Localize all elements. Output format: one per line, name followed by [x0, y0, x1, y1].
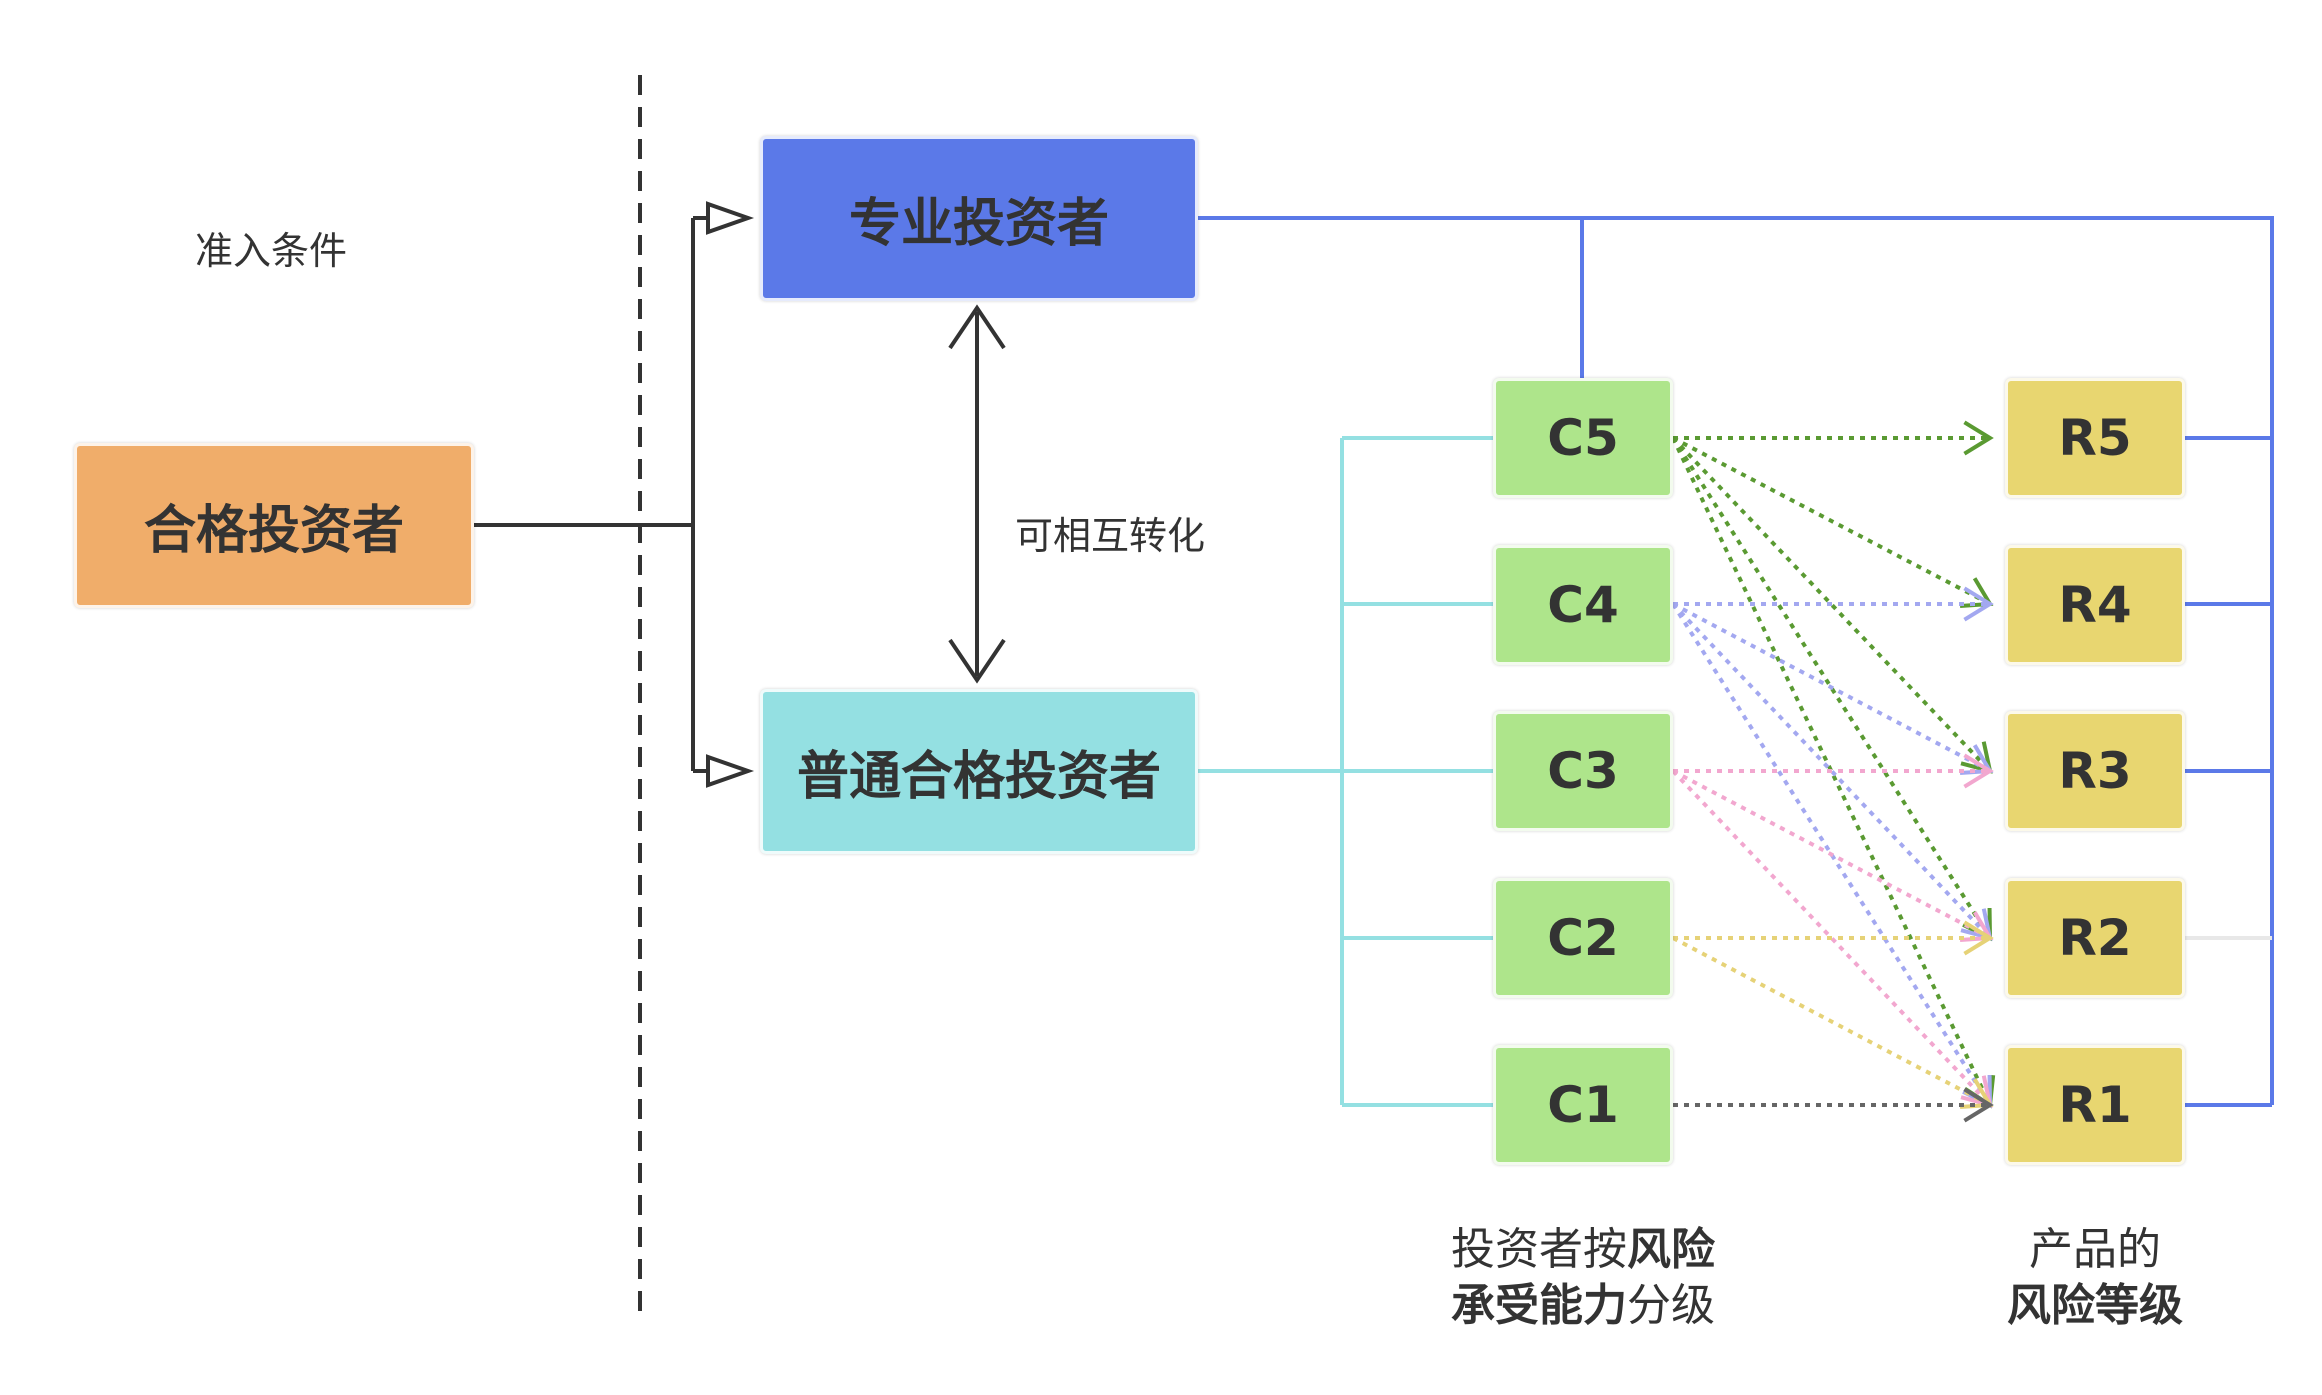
conversion-arrow-head-down: [948, 638, 1006, 684]
mapping-arrowhead-c1-r1: [1963, 1087, 1994, 1123]
caption-investor-line1-bold: 风险: [1627, 1224, 1715, 1275]
entry-condition-label: 准入条件: [195, 229, 348, 273]
investor-level-c2: C2: [1493, 878, 1673, 998]
split-connector: [472, 216, 708, 773]
product-level-r4: R4: [2005, 545, 2185, 665]
mapping-line-c3-r2: [1672, 769, 1991, 940]
investor-level-c5: C5: [1493, 378, 1673, 498]
investor-grading-caption: 投资者按风险 承受能力分级: [1430, 1222, 1736, 1334]
professional-link: [1198, 216, 2274, 1105]
professional-investor-node: 专业投资者: [760, 136, 1198, 301]
arrow-to-professional: [706, 201, 755, 235]
caption-investor-line2-bold: 承受能力: [1451, 1280, 1627, 1331]
mapping-arrowhead-c2-r2: [1963, 920, 1994, 956]
mapping-line-c2-r1: [1672, 936, 1991, 1107]
mapping-line-c5-r1: [1671, 437, 1992, 1106]
product-level-r1: R1: [2005, 1045, 2185, 1165]
product-level-r3: R3: [2005, 711, 2185, 831]
risk-mapping-lines: [1671, 420, 1996, 1123]
mutual-conversion-label: 可相互转化: [1015, 514, 1206, 558]
investor-level-c4: C4: [1493, 545, 1673, 665]
conversion-arrow-head-up: [948, 304, 1006, 350]
qualified-investor-node: 合格投资者: [74, 443, 474, 608]
caption-investor-line2-normal: 分级: [1627, 1280, 1715, 1331]
product-level-r2: R2: [2005, 878, 2185, 998]
investor-level-c1: C1: [1493, 1045, 1673, 1165]
mapping-line-c4-r3: [1672, 602, 1991, 773]
arrow-to-ordinary: [706, 754, 755, 788]
investor-level-c3: C3: [1493, 711, 1673, 831]
caption-investor-line1-normal: 投资者按: [1451, 1224, 1627, 1275]
product-r-links: [2185, 436, 2272, 1107]
mapping-arrowhead-c3-r3: [1963, 753, 1994, 789]
caption-product-line1: 产品的: [2029, 1224, 2161, 1275]
product-level-r5: R5: [2005, 378, 2185, 498]
ordinary-qualified-investor-node: 普通合格投资者: [760, 689, 1198, 854]
mapping-line-c5-r4: [1672, 436, 1991, 606]
mapping-arrowhead-c4-r4: [1963, 586, 1994, 622]
product-risk-caption: 产品的 风险等级: [1970, 1222, 2220, 1334]
caption-product-line2: 风险等级: [2007, 1280, 2183, 1331]
ordinary-link: [1198, 436, 1493, 1107]
mapping-arrowhead-c5-r5: [1963, 420, 1994, 456]
